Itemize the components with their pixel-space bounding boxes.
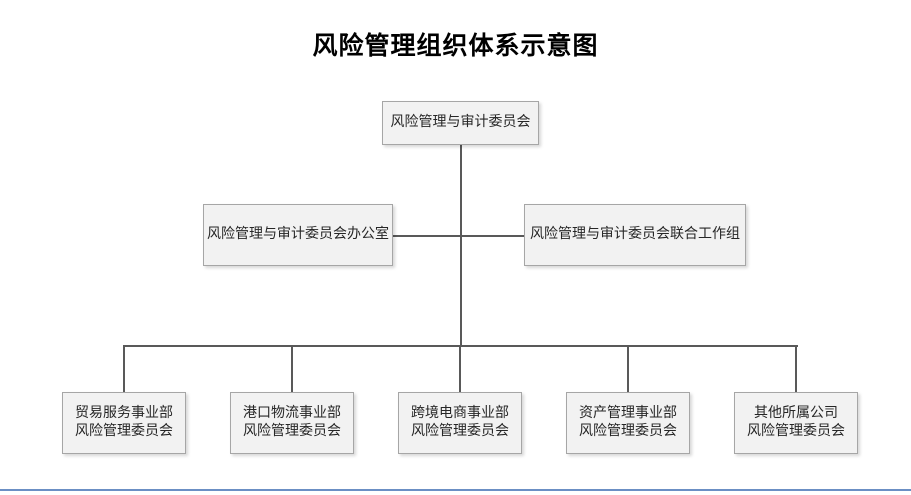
node-label: 资产管理事业部 风险管理委员会: [567, 405, 689, 441]
node-joint-workgroup[interactable]: 风险管理与审计委员会联合工作组: [524, 204, 746, 266]
node-label-line2: 风险管理委员会: [579, 424, 677, 439]
node-asset-management-division[interactable]: 资产管理事业部 风险管理委员会: [566, 392, 690, 454]
node-cross-border-ecommerce-division[interactable]: 跨境电商事业部 风险管理委员会: [398, 392, 522, 454]
bottom-divider: [0, 489, 911, 491]
node-label: 其他所属公司 风险管理委员会: [735, 405, 857, 441]
node-label: 风险管理与审计委员会办公室: [207, 227, 389, 243]
node-label-line2: 风险管理委员会: [243, 424, 341, 439]
node-risk-audit-committee[interactable]: 风险管理与审计委员会: [382, 101, 539, 145]
node-label: 风险管理与审计委员会: [390, 115, 531, 131]
connector-drop-1: [123, 345, 125, 392]
node-committee-office[interactable]: 风险管理与审计委员会办公室: [203, 204, 393, 266]
node-label: 港口物流事业部 风险管理委员会: [231, 405, 353, 441]
connector-drop-3: [459, 345, 461, 392]
node-label-line1: 港口物流事业部: [243, 406, 341, 422]
node-port-logistics-division[interactable]: 港口物流事业部 风险管理委员会: [230, 392, 354, 454]
node-label-line1: 贸易服务事业部: [75, 406, 173, 422]
node-label-line1: 资产管理事业部: [579, 406, 677, 422]
node-label: 跨境电商事业部 风险管理委员会: [399, 405, 521, 441]
node-label-line2: 风险管理委员会: [747, 424, 845, 439]
node-trade-service-division[interactable]: 贸易服务事业部 风险管理委员会: [62, 392, 186, 454]
node-label-line1: 跨境电商事业部: [411, 406, 509, 422]
connector-drop-4: [627, 345, 629, 392]
connector-drop-2: [291, 345, 293, 392]
node-label: 贸易服务事业部 风险管理委员会: [63, 405, 185, 441]
connector-distribution-bar: [124, 345, 798, 347]
connector-trunk-vertical: [460, 144, 462, 346]
connector-drop-5: [795, 345, 797, 392]
node-label: 风险管理与审计委员会联合工作组: [530, 227, 740, 243]
node-label-line2: 风险管理委员会: [411, 424, 509, 439]
node-label-line1: 其他所属公司: [754, 406, 838, 422]
node-other-subsidiaries[interactable]: 其他所属公司 风险管理委员会: [734, 392, 858, 454]
connector-to-right-workgroup: [460, 235, 525, 237]
page-title: 风险管理组织体系示意图: [312, 32, 599, 60]
connector-to-left-office: [392, 235, 462, 237]
node-label-line2: 风险管理委员会: [75, 424, 173, 439]
